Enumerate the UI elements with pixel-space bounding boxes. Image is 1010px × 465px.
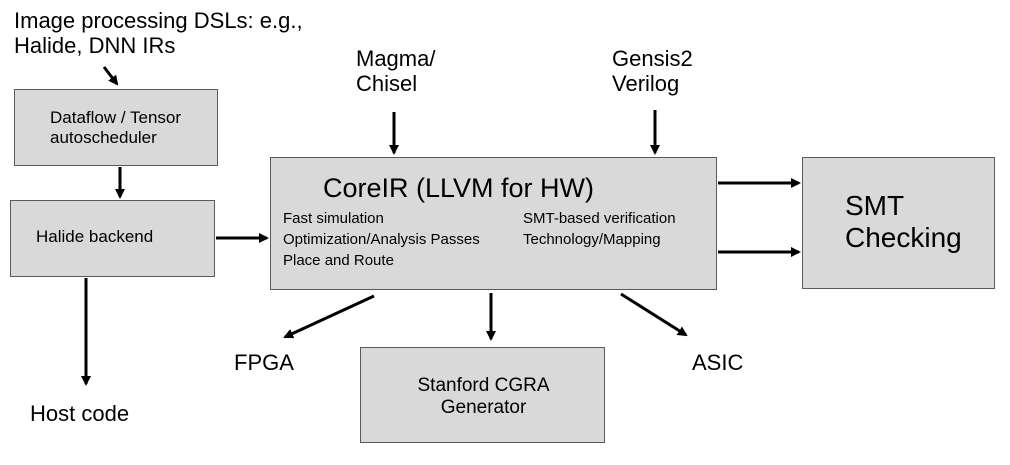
autoscheduler-text: Dataflow / Tensor autoscheduler <box>50 108 181 147</box>
smt-checking-text: SMT Checking <box>845 190 962 254</box>
coreir-features-right: SMT-based verification Technology/Mappin… <box>523 208 676 250</box>
magma-chisel-label: Magma/ Chisel <box>356 46 435 97</box>
cgra-line1: Stanford CGRA <box>417 375 550 396</box>
coreir-feature-smt-verification: SMT-based verification <box>523 210 676 227</box>
magma-line2: Chisel <box>356 71 418 97</box>
coreir-feature-tech-mapping: Technology/Mapping <box>523 231 661 248</box>
coreir-features-left: Fast simulation Optimization/Analysis Pa… <box>283 208 480 271</box>
arrow-coreir-to-asic <box>620 292 688 337</box>
gensis-line2: Verilog <box>612 71 680 97</box>
smt-line2: Checking <box>845 222 962 254</box>
cgra-generator-box: Stanford CGRA Generator <box>360 347 605 443</box>
smt-checking-box: SMT Checking <box>802 157 995 289</box>
autoscheduler-box: Dataflow / Tensor autoscheduler <box>14 89 218 166</box>
arrow-dsl-to-autoscheduler <box>102 66 119 86</box>
halide-backend-box: Halide backend <box>10 200 215 277</box>
arrow-coreir-to-fpga <box>283 294 375 339</box>
gensis-line1: Gensis2 <box>612 46 693 71</box>
coreir-feature-optimization: Optimization/Analysis Passes <box>283 231 480 248</box>
coreir-feature-place-route: Place and Route <box>283 252 394 269</box>
autoscheduler-line2: autoscheduler <box>50 127 157 147</box>
coreir-feature-fast-sim: Fast simulation <box>283 210 384 227</box>
image-dsl-label: Image processing DSLs: e.g., Halide, DNN… <box>14 8 303 59</box>
smt-line1: SMT <box>845 190 905 221</box>
host-code-label: Host code <box>30 401 130 426</box>
autoscheduler-line1: Dataflow / Tensor <box>50 108 182 127</box>
image-dsl-line1: Image processing DSLs: e.g., <box>14 8 303 33</box>
magma-line1: Magma/ <box>356 46 436 71</box>
cgra-generator-text: Stanford CGRA Generator <box>361 375 606 419</box>
halide-backend-label: Halide backend <box>36 227 154 246</box>
coreir-title: CoreIR (LLVM for HW) <box>323 173 595 203</box>
image-dsl-line2: Halide, DNN IRs <box>14 33 176 59</box>
coreir-box: CoreIR (LLVM for HW) Fast simulation Opt… <box>270 157 717 290</box>
gensis-verilog-label: Gensis2 Verilog <box>612 46 693 97</box>
fpga-label: FPGA <box>234 350 294 375</box>
cgra-line2: Generator <box>440 396 527 418</box>
asic-label: ASIC <box>692 350 744 375</box>
